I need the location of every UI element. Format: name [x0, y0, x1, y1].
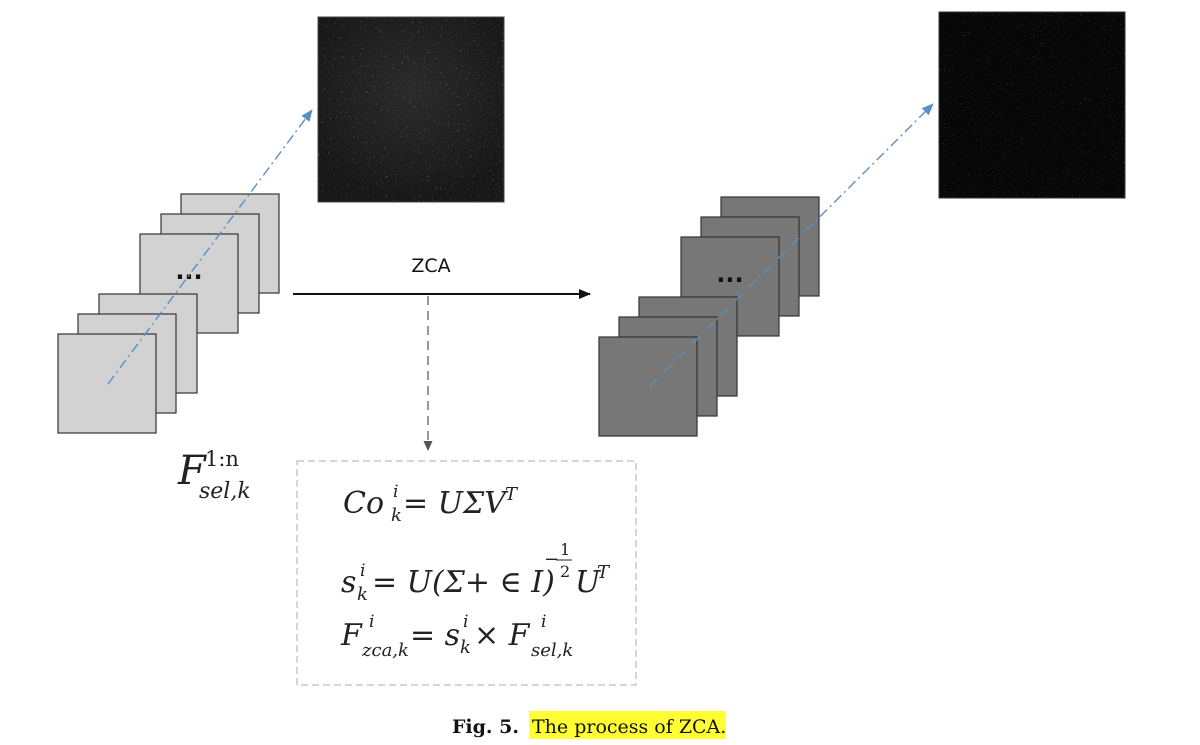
svg-text:sel,k: sel,k: [531, 640, 573, 661]
output-ellipsis: ···: [716, 266, 743, 294]
svg-text:1:n: 1:n: [205, 447, 239, 471]
svg-text:× F: × F: [474, 618, 531, 653]
input-stack-label: F 1:n sel,k: [177, 447, 251, 504]
svg-text:= s: = s: [410, 618, 460, 653]
figure-caption: Fig. 5. The process of ZCA.: [452, 711, 726, 739]
input-projection-arrow: [107, 109, 313, 385]
svg-text:k: k: [357, 584, 368, 605]
svg-text:zca,k: zca,k: [361, 640, 409, 661]
svg-text:i: i: [541, 612, 546, 632]
svg-text:T: T: [597, 562, 611, 583]
output-feature-image: [938, 11, 1126, 199]
svg-text:F: F: [340, 618, 363, 653]
caption-text: The process of ZCA.: [532, 716, 726, 738]
output-feature-stack: [598, 196, 820, 437]
svg-text:k: k: [460, 637, 471, 658]
svg-text:s: s: [341, 565, 356, 600]
formula-zca-output: F i zca,k = s i k × F i sel,k: [340, 612, 573, 661]
svg-text:i: i: [463, 612, 468, 632]
input-ellipsis: ···: [175, 263, 202, 291]
svg-text:= U(Σ+ ∈ I): = U(Σ+ ∈ I): [372, 565, 555, 600]
svg-text:2: 2: [560, 562, 570, 581]
caption-highlight: [529, 711, 726, 739]
input-feature-image: [317, 16, 505, 203]
svg-text:= UΣV: = UΣV: [403, 486, 509, 521]
formula-svd: Co i k = UΣV T: [343, 482, 519, 526]
formula-whitening-matrix: s i k = U(Σ+ ∈ I) − 1 2 U T: [341, 540, 611, 605]
svg-text:U: U: [575, 565, 602, 600]
svg-text:T: T: [505, 484, 519, 505]
input-feature-stack: [57, 193, 280, 434]
svg-text:1: 1: [560, 540, 570, 559]
output-projection-arrow: [649, 103, 934, 387]
svg-text:i: i: [369, 612, 374, 632]
caption-prefix: Fig. 5.: [452, 716, 519, 738]
svg-text:sel,k: sel,k: [199, 479, 251, 504]
svg-text:k: k: [391, 505, 402, 526]
svg-text:i: i: [393, 482, 398, 502]
svg-text:i: i: [360, 561, 365, 581]
zca-arrow-label: ZCA: [411, 255, 450, 277]
svg-text:−: −: [544, 549, 559, 570]
svg-text:Co: Co: [343, 486, 384, 521]
formula-box: [296, 460, 637, 686]
svg-text:F: F: [177, 448, 207, 494]
